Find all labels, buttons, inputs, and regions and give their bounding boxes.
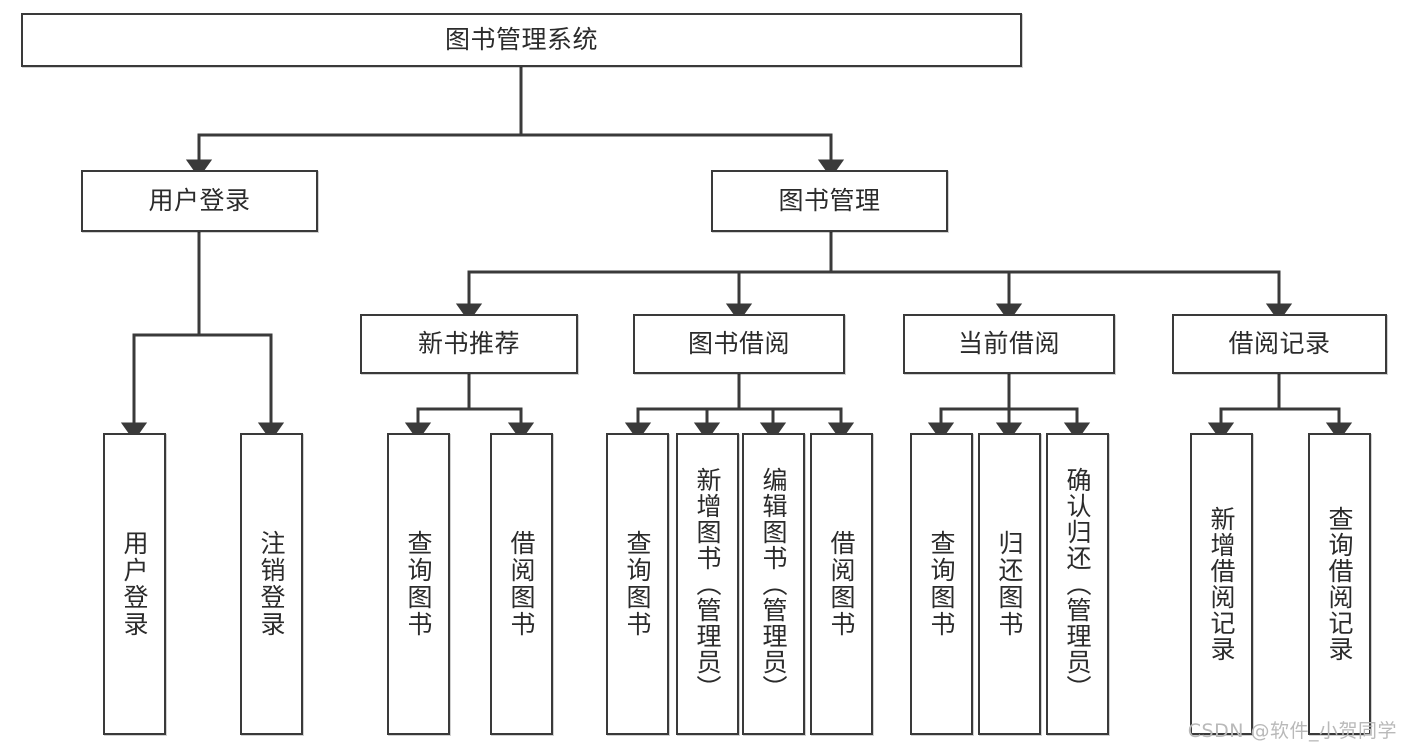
leaf-query-book-3-label: 查询图书 [927, 530, 956, 638]
leaf-add-record[interactable]: 新增借阅记录 [1190, 433, 1253, 735]
leaf-user-login-label: 用户登录 [120, 530, 149, 638]
node-current-borrow-label: 当前借阅 [957, 329, 1060, 358]
leaf-borrow-book-2[interactable]: 借阅图书 [810, 433, 873, 735]
node-user-login-label: 用户登录 [148, 186, 251, 215]
leaf-query-book-3[interactable]: 查询图书 [910, 433, 973, 735]
node-book-borrow-label: 图书借阅 [687, 329, 790, 358]
leaf-borrow-book-2-label: 借阅图书 [827, 530, 856, 638]
leaf-query-record[interactable]: 查询借阅记录 [1308, 433, 1371, 735]
leaf-borrow-book-1[interactable]: 借阅图书 [490, 433, 553, 735]
leaf-confirm-return-label: 确认归还（管理员） [1063, 467, 1092, 701]
leaf-query-book-2[interactable]: 查询图书 [606, 433, 669, 735]
leaf-return-book[interactable]: 归还图书 [978, 433, 1041, 735]
node-root[interactable]: 图书管理系统 [21, 13, 1022, 67]
leaf-user-login[interactable]: 用户登录 [103, 433, 166, 735]
node-book-borrow[interactable]: 图书借阅 [633, 314, 845, 374]
node-borrow-record-label: 借阅记录 [1228, 329, 1331, 358]
node-root-label: 图书管理系统 [444, 25, 598, 54]
node-book-manage-label: 图书管理 [778, 186, 881, 215]
leaf-edit-book[interactable]: 编辑图书（管理员） [742, 433, 805, 735]
leaf-edit-book-label: 编辑图书（管理员） [759, 467, 788, 701]
leaf-add-record-label: 新增借阅记录 [1207, 506, 1236, 662]
node-current-borrow[interactable]: 当前借阅 [903, 314, 1115, 374]
leaf-confirm-return[interactable]: 确认归还（管理员） [1046, 433, 1109, 735]
leaf-query-book-2-label: 查询图书 [623, 530, 652, 638]
node-new-book-recommend[interactable]: 新书推荐 [360, 314, 578, 374]
leaf-query-book-1-label: 查询图书 [404, 530, 433, 638]
leaf-add-book-label: 新增图书（管理员） [693, 467, 722, 701]
watermark: CSDN @软件_小贺同学 [1187, 720, 1397, 742]
leaf-add-book[interactable]: 新增图书（管理员） [676, 433, 739, 735]
leaf-logout[interactable]: 注销登录 [240, 433, 303, 735]
leaf-return-book-label: 归还图书 [995, 530, 1024, 638]
leaf-query-record-label: 查询借阅记录 [1325, 506, 1354, 662]
leaf-borrow-book-1-label: 借阅图书 [507, 530, 536, 638]
leaf-logout-label: 注销登录 [257, 530, 286, 638]
leaf-query-book-1[interactable]: 查询图书 [387, 433, 450, 735]
node-borrow-record[interactable]: 借阅记录 [1172, 314, 1387, 374]
node-user-login[interactable]: 用户登录 [81, 170, 318, 232]
node-new-book-recommend-label: 新书推荐 [417, 329, 520, 358]
node-book-manage[interactable]: 图书管理 [711, 170, 948, 232]
